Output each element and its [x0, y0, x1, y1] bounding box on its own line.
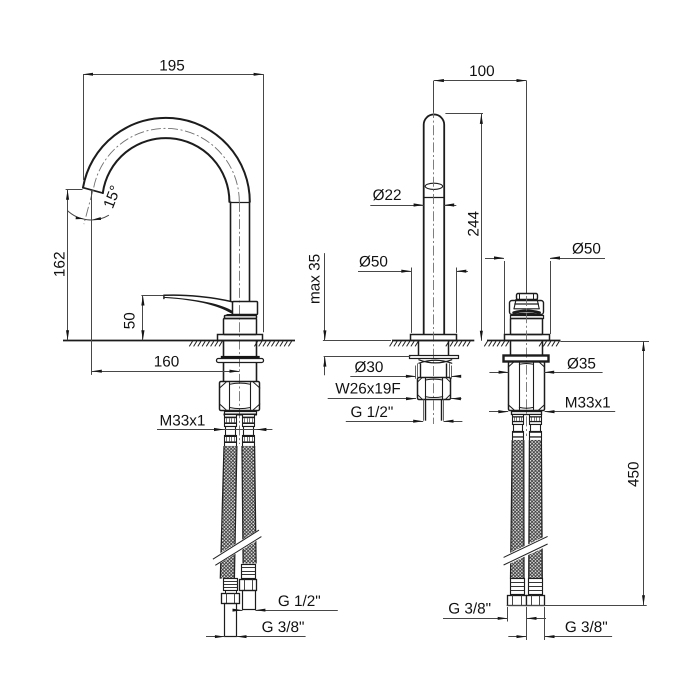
svg-text:Ø35: Ø35 [567, 355, 596, 372]
svg-text:M33x1: M33x1 [160, 412, 206, 429]
svg-text:100: 100 [469, 63, 495, 80]
svg-text:Ø50: Ø50 [359, 254, 388, 271]
svg-text:Ø22: Ø22 [373, 187, 402, 204]
svg-text:162: 162 [52, 252, 69, 278]
svg-text:G 1/2": G 1/2" [278, 593, 321, 610]
svg-text:Ø30: Ø30 [354, 359, 383, 376]
svg-text:G 3/8": G 3/8" [565, 619, 608, 636]
svg-text:M33x1: M33x1 [565, 394, 611, 411]
svg-text:50: 50 [122, 312, 139, 329]
svg-text:max 35: max 35 [307, 254, 324, 304]
svg-text:450: 450 [626, 461, 643, 487]
svg-text:G 3/8": G 3/8" [448, 601, 491, 618]
svg-text:244: 244 [465, 211, 482, 237]
svg-text:G 1/2": G 1/2" [350, 404, 393, 421]
svg-text:195: 195 [159, 58, 185, 75]
svg-text:G 3/8": G 3/8" [262, 619, 305, 636]
svg-text:W26x19F: W26x19F [335, 381, 400, 398]
svg-text:160: 160 [154, 353, 180, 370]
svg-text:Ø50: Ø50 [572, 240, 601, 257]
